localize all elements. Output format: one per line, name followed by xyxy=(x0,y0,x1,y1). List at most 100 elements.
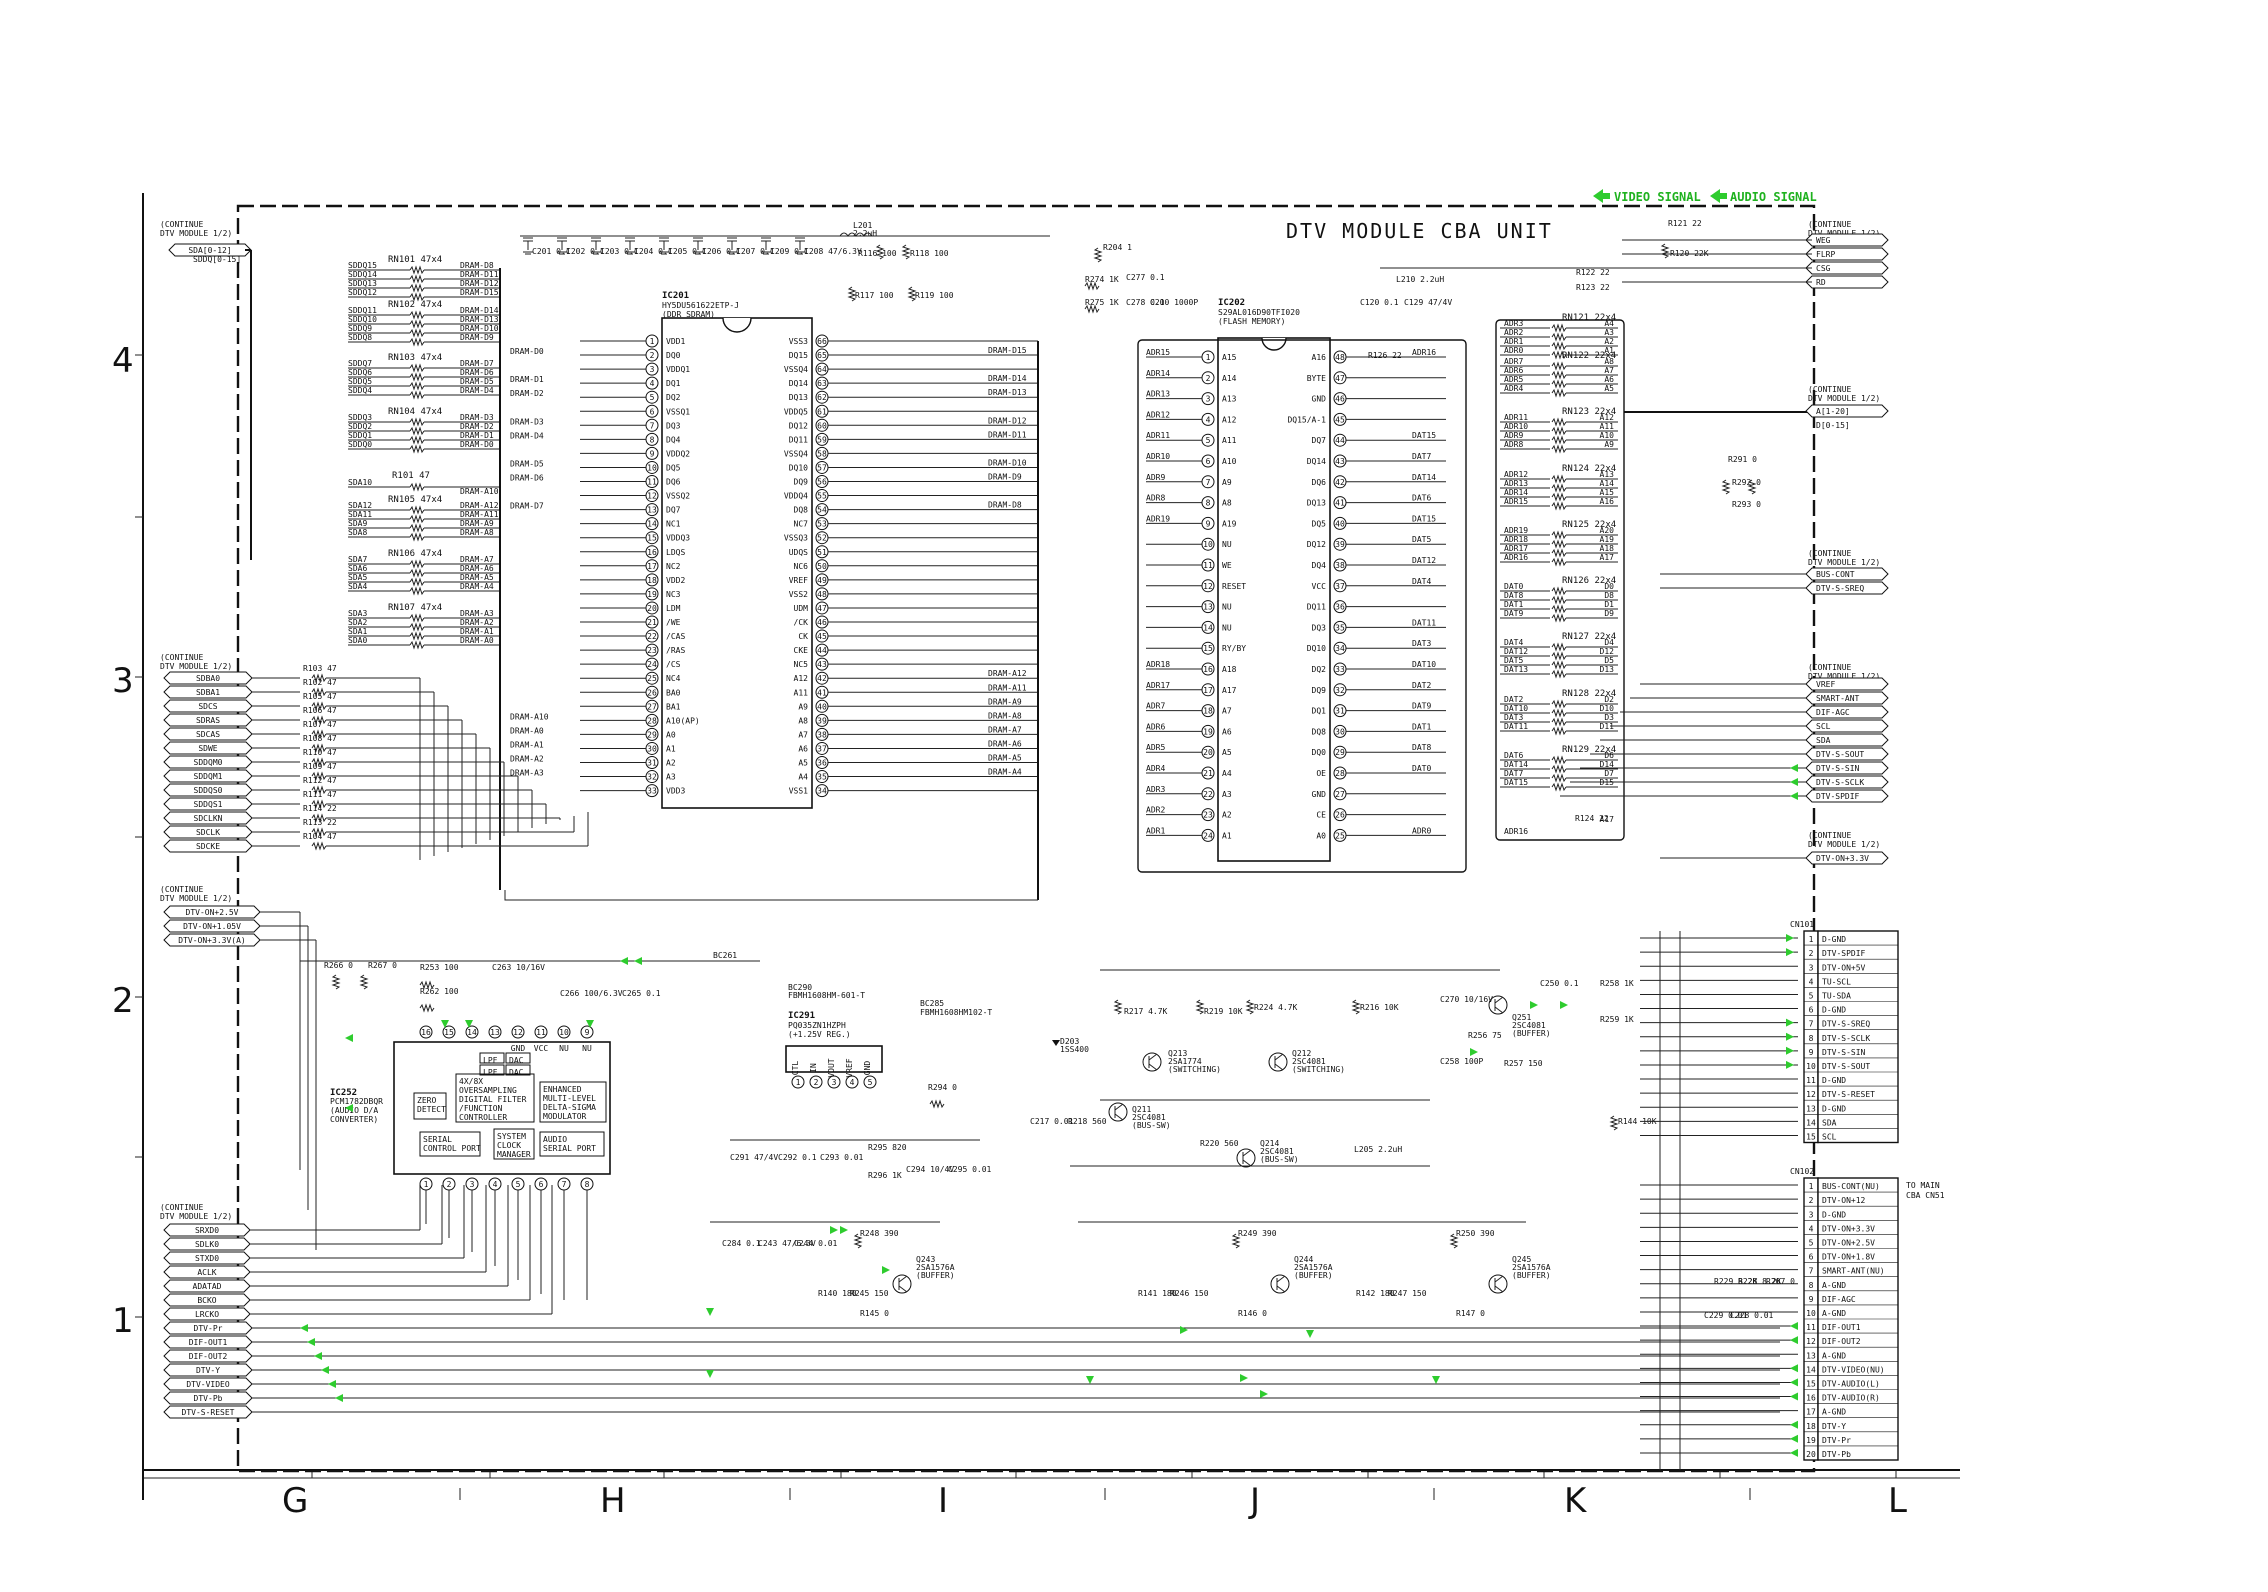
tag-shape xyxy=(163,685,253,699)
ic201-pin-name: A8 xyxy=(798,716,808,725)
addr-rn-out: A14 xyxy=(1600,479,1615,488)
buffer-q-ref: Q244 xyxy=(1294,1255,1313,1264)
ic252-lpf-text: LPF xyxy=(483,1068,498,1077)
ic201-pin-name: NC2 xyxy=(666,562,681,571)
q213-ref: Q213 xyxy=(1168,1049,1187,1058)
resistor-r217 xyxy=(1113,999,1123,1015)
addr-rn-in: DAT1 xyxy=(1504,600,1523,609)
ctrl-res-ref: R102 47 xyxy=(303,678,337,687)
pin-number: 7 xyxy=(562,1180,567,1189)
addr-rn-in: ADR17 xyxy=(1504,544,1528,553)
rn-resistor xyxy=(409,577,425,587)
addr-rn-in: ADR0 xyxy=(1504,346,1523,355)
resistor-r267 xyxy=(359,974,369,990)
rn-in: SDA3 xyxy=(348,609,367,618)
transistor-body xyxy=(1270,1274,1290,1294)
cn102-pin-number: 20 xyxy=(1806,1450,1816,1459)
pin-number: 15 xyxy=(1203,644,1213,653)
pin-number: 13 xyxy=(647,506,657,515)
ic252-ref: IC252 xyxy=(330,1088,357,1098)
signal-arrow xyxy=(1786,948,1794,957)
top-cap xyxy=(591,237,601,250)
pin-number: 3 xyxy=(470,1180,475,1189)
pin-number: 43 xyxy=(1335,457,1345,466)
pin-number: 3 xyxy=(832,1078,837,1087)
pin-number: 44 xyxy=(1335,436,1345,445)
tag-label: SDDQS0 xyxy=(194,786,223,795)
rn-resistor xyxy=(409,523,425,533)
resistor-r204 xyxy=(1093,247,1103,263)
addr-rn-resistor xyxy=(1551,660,1567,670)
pin-number: 2 xyxy=(650,351,655,360)
cont-bus-module-ref: DTV MODULE 1/2) xyxy=(1808,558,1880,567)
tag-sdram-ctrl: SDDQS0 xyxy=(163,783,253,797)
rn-in: SDDQ8 xyxy=(348,333,372,342)
ic201-pin-name: /CK xyxy=(794,618,809,627)
ic202-right-net: DAT7 xyxy=(1412,452,1431,461)
rn-resistor xyxy=(409,328,425,338)
rn-in: SDDQ5 xyxy=(348,377,372,386)
tag-shape xyxy=(163,797,253,811)
r274-label: R274 1K xyxy=(1085,275,1119,284)
pin-number: 45 xyxy=(817,632,827,641)
tag-sdram-ctrl: SDDQS1 xyxy=(163,797,253,811)
ic252-modulator-text: MODULATOR xyxy=(543,1112,587,1121)
tag-shape xyxy=(163,783,253,797)
ic202-pin-name: A5 xyxy=(1222,748,1232,757)
tag-misc: SDA xyxy=(1805,733,1889,747)
q211-desc: (BUS-SW) xyxy=(1132,1121,1171,1130)
ic202-pin-name: DQ12 xyxy=(1307,540,1326,549)
cn101-pin-number: 14 xyxy=(1806,1118,1816,1127)
col-label-k: K xyxy=(1564,1481,1588,1521)
ic202-pin-name: DQ11 xyxy=(1307,603,1326,612)
ic202-left-net: ADR14 xyxy=(1146,369,1170,378)
addr-rn-in: DAT9 xyxy=(1504,609,1523,618)
addr-rn-resistor xyxy=(1551,782,1567,792)
r296-label: R296 1K xyxy=(868,1171,902,1180)
ic202-pin-name: GND xyxy=(1312,395,1327,404)
signal-arrow xyxy=(1790,1336,1798,1345)
c277-label: C277 0.1 xyxy=(1126,273,1165,282)
ctrl-res-ref: R105 47 xyxy=(303,692,337,701)
r228-label: R228 8.2K xyxy=(1738,1277,1782,1286)
pin-number: 1 xyxy=(650,337,655,346)
buffer-r3-label: R140 180 xyxy=(818,1289,857,1298)
addr-rn-resistor xyxy=(1551,557,1567,567)
tag-shape xyxy=(163,1251,251,1265)
c228-label: C228 0.01 xyxy=(1730,1311,1774,1320)
rn-ref: RN101 47x4 xyxy=(388,255,442,265)
transistor-collector xyxy=(1494,1275,1504,1283)
tag-shape xyxy=(168,243,252,257)
addr-rn-resistor xyxy=(1551,669,1567,679)
ic252-pin xyxy=(442,1025,456,1039)
transistor-emitter xyxy=(1242,1159,1252,1167)
ic291-ref: IC291 xyxy=(788,1011,815,1021)
rn-in: SDA1 xyxy=(348,627,367,636)
cn101-pin-label: D-GND xyxy=(1822,1076,1846,1085)
pin-number: 15 xyxy=(444,1028,454,1037)
ic201-pin-name: DQ4 xyxy=(666,435,681,444)
tag-label: SDCLKN xyxy=(194,814,223,823)
transistor-emitter xyxy=(1114,1113,1124,1121)
ic202-pin-name: A11 xyxy=(1222,436,1237,445)
pin-number: 43 xyxy=(817,660,827,669)
tag-label: FLRP xyxy=(1816,250,1835,259)
ctrl-res-ref: R113 22 xyxy=(303,818,337,827)
tag-label: SDDQS1 xyxy=(194,800,223,809)
ic291-pin xyxy=(809,1075,823,1089)
cn102-pin-label: SMART-ANT(NU) xyxy=(1822,1267,1885,1276)
tag-audio: ACLK xyxy=(163,1265,251,1279)
addr-rn-out: A11 xyxy=(1600,422,1615,431)
tag-flash-ctrl: FLRP xyxy=(1805,247,1889,261)
pin-number: 20 xyxy=(1203,748,1213,757)
ctrl-res-ref: R107 47 xyxy=(303,720,337,729)
pin-number: 1 xyxy=(796,1078,801,1087)
pin-number: 46 xyxy=(817,618,827,627)
tag-label: SRXD0 xyxy=(195,1226,219,1235)
tag-label: RD xyxy=(1816,278,1826,287)
ic252-oversampling xyxy=(455,1073,535,1123)
rn-out: DRAM-D11 xyxy=(460,270,499,279)
cn101-pin-label: DTV-S-SREQ xyxy=(1822,1020,1870,1029)
pin-number: 32 xyxy=(1335,686,1345,695)
signal-arrow xyxy=(335,1394,343,1402)
